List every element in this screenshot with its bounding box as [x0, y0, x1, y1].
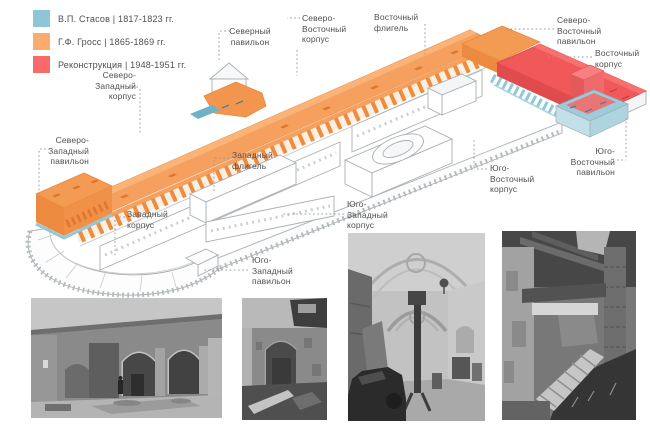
label-ne-corpus: Северо- Восточный корпус [302, 13, 347, 44]
legend-label-gross: Г.Ф. Гросс | 1865-1869 гг. [58, 36, 166, 47]
legend-swatch-stasov [33, 10, 50, 27]
legend-swatch-reconstruction [33, 56, 50, 73]
north-gallery [51, 29, 497, 247]
south-terrace-wall [217, 121, 563, 271]
legend-label-stasov: В.П. Стасов | 1817-1823 гг. [58, 13, 175, 24]
north-pavilion [190, 62, 267, 119]
label-nw-pavilion: Северо- Западный павильон [48, 135, 89, 166]
label-sw-pavilion: Юго- Западный павильон [252, 255, 293, 286]
legend-item-gross: Г.Ф. Гросс | 1865-1869 гг. [33, 33, 186, 50]
label-north-pavilion: Северный павильон [229, 26, 271, 47]
label-se-corpus: Юго- Восточный корпус [490, 163, 535, 194]
legend: В.П. Стасов | 1817-1823 гг. Г.Ф. Гросс |… [33, 10, 186, 79]
legend-swatch-gross [33, 33, 50, 50]
photo-ruined-hall-arches [31, 298, 222, 418]
label-sw-corpus: Юго- Западный корпус [347, 199, 388, 230]
label-east-corpus: Восточный корпус [595, 48, 640, 69]
legend-label-reconstruction: Реконструкция | 1948-1951 гг. [58, 59, 187, 70]
label-se-pavilion: Юго- Восточный павильон [570, 146, 615, 177]
legend-item-reconstruction: Реконструкция | 1948-1951 гг. [33, 56, 186, 73]
legend-item-stasov: В.П. Стасов | 1817-1823 гг. [33, 10, 186, 27]
roof-chimneys [120, 50, 459, 199]
leader-lines [38, 17, 627, 271]
label-west-corpus: Западный корпус [127, 209, 168, 230]
photo-vaulted-hall [348, 233, 485, 421]
label-ne-pavilion: Северо- Восточный павильон [557, 15, 602, 46]
photo-destroyed-staircase [502, 231, 636, 420]
se-pavilion-block [554, 89, 630, 138]
label-east-wing: Восточный флигель [374, 12, 419, 33]
label-nw-corpus: Северо- Западный корпус [95, 70, 136, 101]
nw-pavilion [35, 172, 113, 240]
label-west-wing: Западный флигель [232, 150, 273, 171]
ne-pavilion [461, 25, 541, 74]
photo-ruined-wall-niche [242, 298, 327, 420]
